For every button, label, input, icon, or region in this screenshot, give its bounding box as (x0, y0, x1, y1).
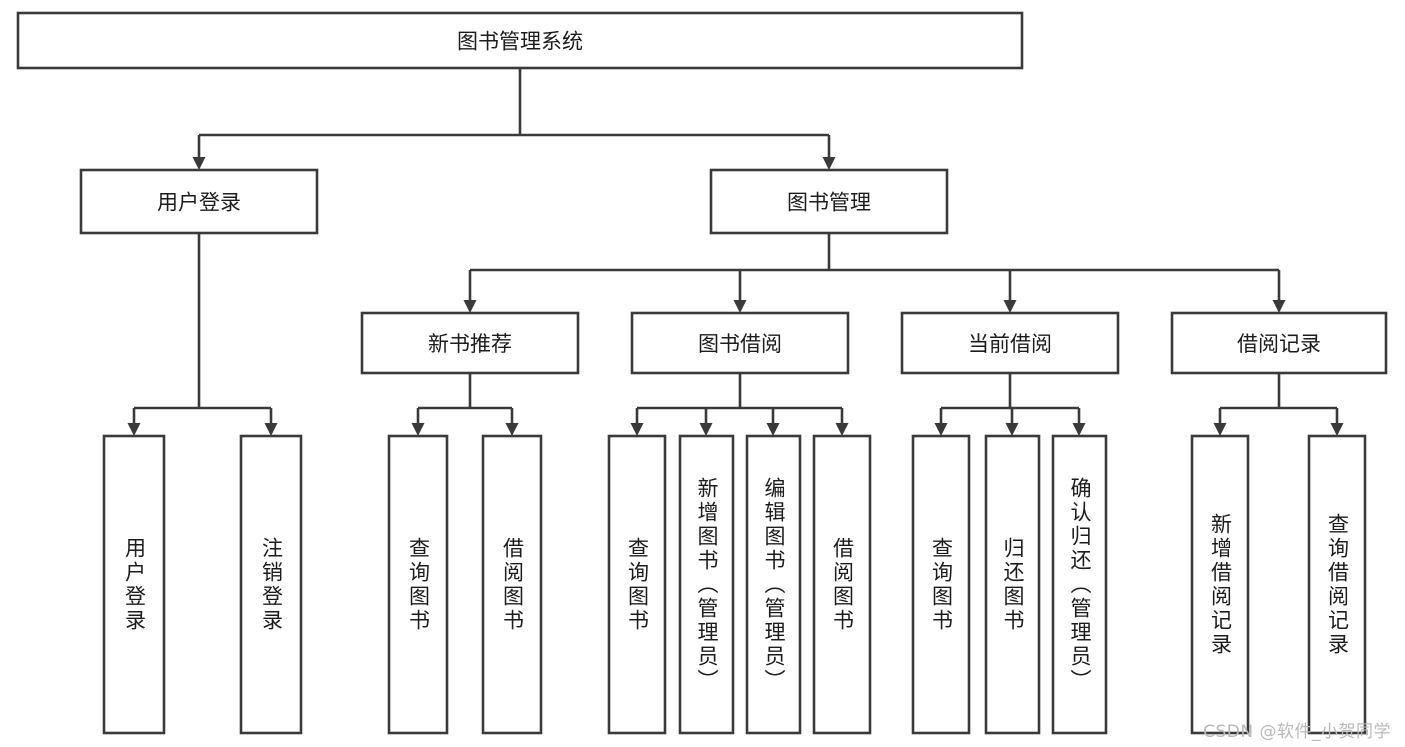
leaf-box-查询图书[interactable] (607, 434, 667, 735)
arrow-head-icon (934, 423, 948, 436)
leaf-box-新增借阅记录[interactable] (1190, 434, 1250, 735)
connector-newbook-to-leaves (411, 373, 519, 436)
leaf-box-借阅图书[interactable] (481, 434, 543, 735)
arrow-head-icon (463, 300, 477, 313)
root-label-图书管理系统: 图书管理系统 (457, 30, 583, 54)
leaf-box-新增图书管理员[interactable] (678, 434, 735, 735)
level2-box-用户登录[interactable] (79, 168, 319, 235)
leaf-box-查询图书[interactable] (387, 434, 449, 735)
arrow-head-icon (1005, 423, 1019, 436)
leaf-box-注销登录[interactable] (239, 434, 303, 735)
arrow-head-icon (1072, 423, 1086, 436)
connector-borrow-to-leaves (630, 373, 849, 436)
node-box-layer (16, 11, 1388, 735)
arrow-head-icon (1330, 423, 1344, 436)
level3-box-借阅记录[interactable] (1170, 311, 1388, 375)
leaf-box-用户登录[interactable] (102, 434, 166, 735)
level3-box-新书推荐[interactable] (360, 311, 580, 375)
leaf-box-查询图书[interactable] (911, 434, 971, 735)
arrow-head-icon (766, 423, 780, 436)
level3-label-当前借阅: 当前借阅 (968, 332, 1052, 356)
arrow-head-icon (411, 423, 425, 436)
leaf-box-查询借阅记录[interactable] (1307, 434, 1367, 735)
connector-level2-bookmgmt-to-level3 (463, 233, 1286, 313)
leaf-box-归还图书[interactable] (984, 434, 1041, 735)
arrow-head-icon (630, 423, 644, 436)
leaf-box-借阅图书[interactable] (812, 434, 872, 735)
connector-layer (127, 68, 1344, 436)
connector-current-to-leaves (934, 373, 1086, 436)
arrow-head-icon (733, 300, 747, 313)
leaf-box-编辑图书管理员[interactable] (745, 434, 802, 735)
root-box-图书管理系统[interactable] (16, 11, 1024, 70)
level3-box-图书借阅[interactable] (630, 311, 850, 375)
arrow-head-icon (699, 423, 713, 436)
arrow-head-icon (835, 423, 849, 436)
level2-box-图书管理[interactable] (709, 168, 949, 235)
connector-level2-userlogin-to-leaves (127, 233, 278, 436)
level3-label-借阅记录: 借阅记录 (1237, 332, 1321, 356)
level3-label-图书借阅: 图书借阅 (698, 332, 782, 356)
arrow-head-icon (1213, 423, 1227, 436)
arrow-head-icon (1272, 300, 1286, 313)
level3-label-新书推荐: 新书推荐 (428, 332, 512, 356)
watermark-credit: CSDN @软件_小贺同学 (1203, 722, 1391, 742)
arrow-head-icon (192, 157, 206, 170)
level2-label-用户登录: 用户登录 (157, 191, 241, 215)
arrow-head-icon (127, 423, 141, 436)
connector-record-to-leaves (1213, 373, 1344, 436)
level2-label-图书管理: 图书管理 (787, 191, 871, 215)
arrow-head-icon (1003, 300, 1017, 313)
leaf-box-确认归还管理员[interactable] (1051, 434, 1108, 735)
arrow-head-icon (264, 423, 278, 436)
connector-root-to-level2 (192, 68, 836, 170)
arrow-head-icon (505, 423, 519, 436)
arrow-head-icon (822, 157, 836, 170)
level3-box-当前借阅[interactable] (900, 311, 1120, 375)
